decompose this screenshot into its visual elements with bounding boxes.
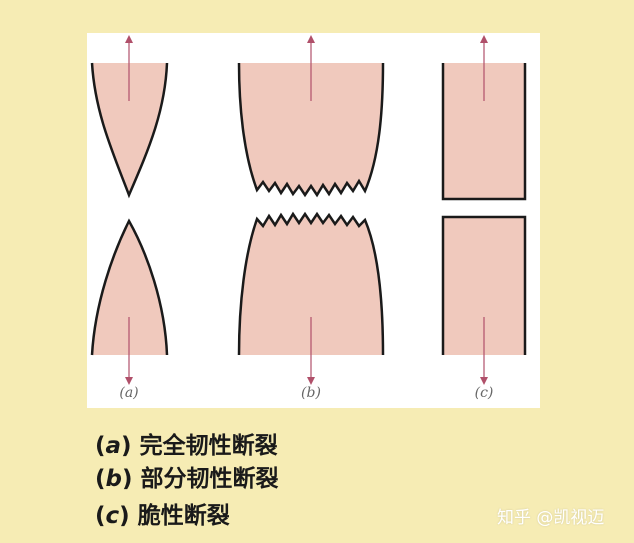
label-b: (b)	[301, 385, 321, 401]
watermark: 知乎 @凯视迈	[497, 508, 605, 528]
diagram-panel: (a) (b) (c)	[87, 33, 540, 408]
label-a: (a)	[119, 385, 138, 401]
caption-c: (c) 脆性断裂	[95, 503, 230, 529]
specimen-c-upper-half	[441, 63, 527, 201]
caption-b-text: 部分韧性断裂	[140, 466, 279, 492]
specimen-b-upper-half	[239, 63, 383, 195]
specimen-a: (a)	[90, 35, 169, 401]
specimen-c-lower-half	[441, 215, 527, 355]
caption-b-letter: b	[105, 466, 122, 492]
fracture-diagram: (a) (b) (c)	[90, 35, 527, 401]
specimen-c: (c)	[441, 35, 527, 401]
label-c: (c)	[475, 385, 494, 401]
caption-c-text: 脆性断裂	[137, 503, 230, 529]
specimen-a-lower-half	[92, 221, 167, 355]
specimen-b: (b)	[237, 35, 385, 401]
caption-a: (a) 完全韧性断裂	[95, 433, 278, 459]
caption-b: (b) 部分韧性断裂	[95, 466, 279, 492]
caption-a-text: 完全韧性断裂	[139, 433, 278, 459]
caption-c-letter: c	[105, 503, 120, 529]
specimen-a-upper-half	[92, 63, 167, 195]
caption-a-letter: a	[105, 433, 122, 459]
specimen-b-lower-half	[239, 214, 383, 355]
